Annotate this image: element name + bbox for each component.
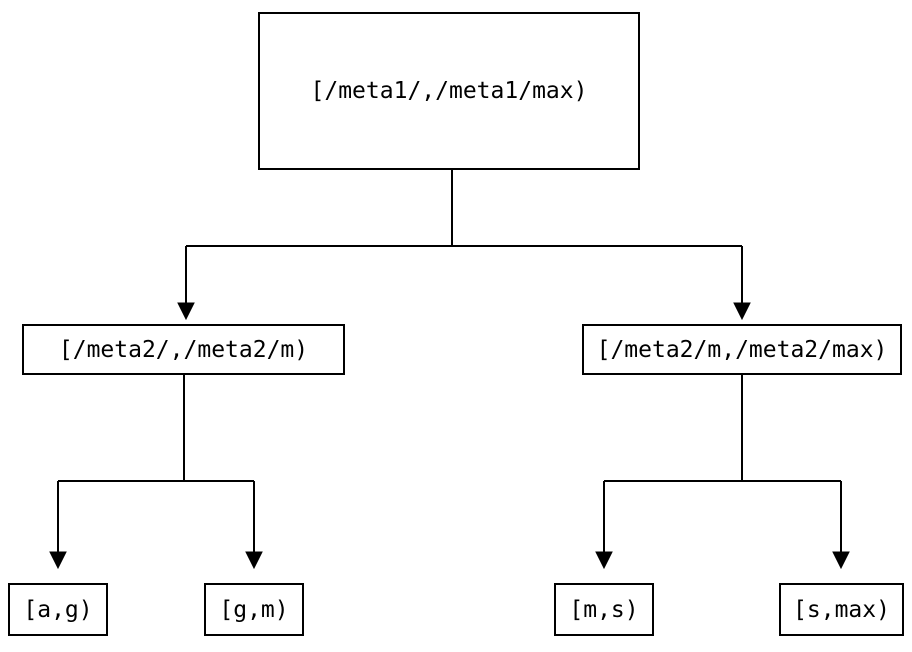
tree-node-root: [/meta1/,/meta1/max) xyxy=(258,12,640,170)
tree-node-root-label: [/meta1/,/meta1/max) xyxy=(310,78,588,104)
tree-node-leaf-m-s: [m,s) xyxy=(554,583,654,636)
edge-meta2-left-to-leaf-ag xyxy=(49,481,67,570)
arrowhead-icon xyxy=(49,551,67,570)
edge-meta2-left-trunk xyxy=(58,375,254,482)
tree-node-leaf-a-g: [a,g) xyxy=(8,583,108,636)
edge-root-to-meta2-right xyxy=(733,246,751,321)
arrowhead-icon xyxy=(832,551,850,570)
edge-root-trunk xyxy=(186,170,742,247)
arrowhead-icon xyxy=(733,302,751,321)
edge-meta2-right-trunk xyxy=(604,375,841,482)
edge-meta2-left-to-leaf-gm xyxy=(245,481,263,570)
tree-node-leaf-s-max: [s,max) xyxy=(779,583,904,636)
arrowhead-icon xyxy=(245,551,263,570)
tree-node-leaf-g-m: [g,m) xyxy=(204,583,304,636)
edge-meta2-right-to-leaf-ms xyxy=(595,481,613,570)
tree-node-leaf-g-m-label: [g,m) xyxy=(219,596,289,623)
tree-node-meta2-right: [/meta2/m,/meta2/max) xyxy=(582,324,902,375)
tree-node-meta2-left: [/meta2/,/meta2/m) xyxy=(22,324,345,375)
tree-node-leaf-a-g-label: [a,g) xyxy=(23,596,93,623)
arrowhead-icon xyxy=(177,302,195,321)
tree-node-meta2-left-label: [/meta2/,/meta2/m) xyxy=(58,336,309,363)
edge-root-to-meta2-left xyxy=(177,246,195,321)
edge-meta2-right-to-leaf-smax xyxy=(832,481,850,570)
arrowhead-icon xyxy=(595,551,613,570)
tree-node-leaf-m-s-label: [m,s) xyxy=(569,596,639,623)
tree-node-leaf-s-max-label: [s,max) xyxy=(793,596,890,623)
tree-node-meta2-right-label: [/meta2/m,/meta2/max) xyxy=(596,336,888,363)
